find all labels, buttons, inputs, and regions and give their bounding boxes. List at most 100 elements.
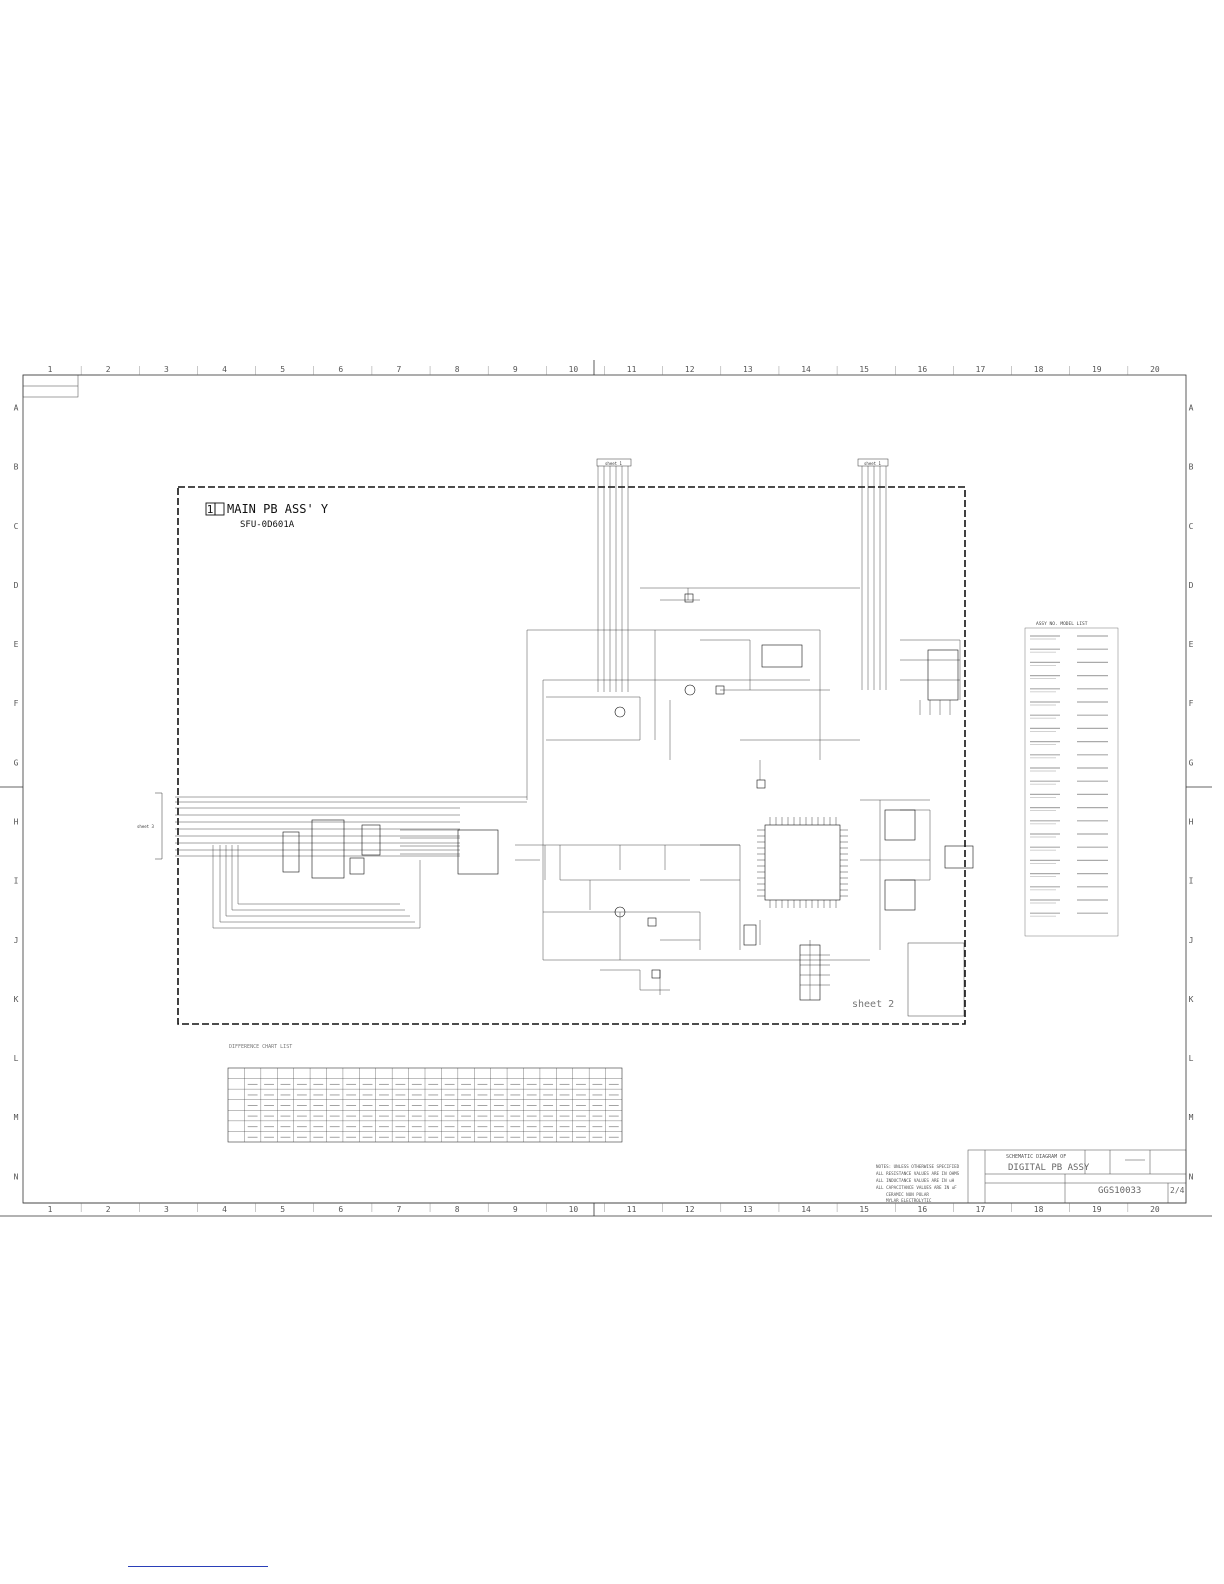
column-number: 19 — [1092, 365, 1102, 374]
revision-box — [22, 374, 100, 398]
sheet-ref-top-right: sheet 1 — [864, 461, 881, 466]
row-letter: C — [14, 522, 19, 531]
column-number: 4 — [222, 1205, 227, 1214]
column-number: 15 — [859, 1205, 869, 1214]
row-letter: D — [1189, 581, 1194, 590]
column-number: 4 — [222, 365, 227, 374]
schematic-components — [282, 593, 974, 1017]
row-letter: J — [1189, 936, 1194, 945]
row-letter: E — [1189, 640, 1194, 649]
difference-chart-grid — [228, 1068, 622, 1142]
column-number: 14 — [801, 365, 811, 374]
column-number: 15 — [859, 365, 869, 374]
column-number: 1 — [48, 365, 53, 374]
column-number: 5 — [280, 365, 285, 374]
row-letter: B — [1189, 463, 1194, 472]
column-number: 19 — [1092, 1205, 1102, 1214]
column-number: 13 — [743, 1205, 753, 1214]
assy-model-list: ASSY NO. MODEL LIST — [1024, 621, 1119, 937]
note-0: NOTES: UNLESS OTHERWISE SPECIFIED — [876, 1164, 960, 1169]
diagram-name: DIGITAL PB ASSY — [1008, 1163, 1090, 1173]
row-letter: F — [1189, 699, 1194, 708]
relay-k2 — [715, 685, 725, 695]
ic-main-processor — [764, 824, 841, 901]
column-number: 20 — [1150, 1205, 1160, 1214]
row-letter: L — [14, 1054, 19, 1063]
row-letter: B — [14, 463, 19, 472]
title-block: SCHEMATIC DIAGRAM OF DIGITAL PB ASSY GGS… — [876, 1149, 1187, 1204]
column-number: 18 — [1034, 365, 1044, 374]
board-title-block: 1 MAIN PB ASS' Y SFU-0D601A sheet 2 — [205, 502, 894, 1010]
board-title: MAIN PB ASS' Y — [227, 502, 329, 516]
ic-small-left — [349, 857, 365, 875]
assy-list-frame — [1024, 627, 1119, 937]
ic-connector-decoder — [311, 819, 345, 879]
sheet-connectors — [155, 458, 889, 860]
drawing-number: GGS10033 — [1098, 1186, 1141, 1196]
column-number: 6 — [338, 1205, 343, 1214]
relay-k4 — [647, 917, 657, 927]
row-letter: J — [14, 936, 19, 945]
row-letter: C — [1189, 522, 1194, 531]
row-letter: N — [1189, 1172, 1194, 1181]
row-letter: G — [1189, 758, 1194, 767]
column-number: 9 — [513, 365, 518, 374]
connector-block-right — [927, 649, 959, 701]
column-number: 20 — [1150, 365, 1160, 374]
row-letter: F — [14, 699, 19, 708]
board-number-box-inner — [214, 502, 225, 516]
column-number: 6 — [338, 365, 343, 374]
row-letter: L — [1189, 1054, 1194, 1063]
column-number: 18 — [1034, 1205, 1044, 1214]
row-letter: I — [1189, 877, 1194, 886]
diagram-type: SCHEMATIC DIAGRAM OF — [1006, 1154, 1066, 1160]
row-letter: H — [1189, 817, 1194, 826]
column-number: 10 — [569, 365, 579, 374]
drawing-frame — [0, 360, 1212, 1217]
column-number: 17 — [976, 1205, 986, 1214]
note-2: ALL INDUCTANCE VALUES ARE IN uH — [876, 1178, 955, 1183]
column-number: 16 — [918, 1205, 928, 1214]
transistor-q3 — [614, 906, 626, 918]
ic-driver — [282, 831, 300, 873]
column-number: 17 — [976, 365, 986, 374]
row-letter: E — [14, 640, 19, 649]
sheet-number: 2/4 — [1170, 1186, 1185, 1195]
small-ic-bottom — [743, 924, 757, 946]
assy-list-title: ASSY NO. MODEL LIST — [1036, 621, 1088, 627]
column-number: 13 — [743, 365, 753, 374]
sheet-label: sheet 2 — [852, 999, 894, 1010]
legend-box — [907, 942, 965, 1017]
row-letter: K — [14, 995, 19, 1004]
row-letter: N — [14, 1172, 19, 1181]
ic-regulator — [761, 644, 803, 668]
column-number: 11 — [627, 1205, 637, 1214]
note-4: CERAMIC NON POLAR — [886, 1192, 929, 1197]
sheet-ref-left: sheet 3 — [137, 824, 154, 829]
footer-link-underline[interactable] — [128, 1566, 268, 1567]
row-letter: I — [14, 877, 19, 886]
row-letter: H — [14, 817, 19, 826]
column-number: 3 — [164, 365, 169, 374]
note-5: MYLAR ELECTROLYTIC — [886, 1198, 932, 1203]
ic-right-lower — [884, 879, 916, 911]
column-number: 8 — [455, 1205, 460, 1214]
column-number: 12 — [685, 365, 695, 374]
transistor-q2 — [684, 684, 696, 696]
column-number: 2 — [106, 365, 111, 374]
row-letter: A — [1189, 403, 1194, 412]
note-3: ALL CAPACITANCE VALUES ARE IN uF — [876, 1185, 957, 1190]
relay-k3 — [756, 779, 766, 789]
column-number: 16 — [918, 365, 928, 374]
row-letter: K — [1189, 995, 1194, 1004]
sheet-ref-top-left: sheet 1 — [605, 461, 622, 466]
column-number: 10 — [569, 1205, 579, 1214]
column-number: 11 — [627, 365, 637, 374]
board-part-number: SFU-0D601A — [240, 520, 295, 530]
schematic-wiring — [175, 466, 961, 1000]
column-number: 2 — [106, 1205, 111, 1214]
ic-interface — [457, 829, 499, 875]
